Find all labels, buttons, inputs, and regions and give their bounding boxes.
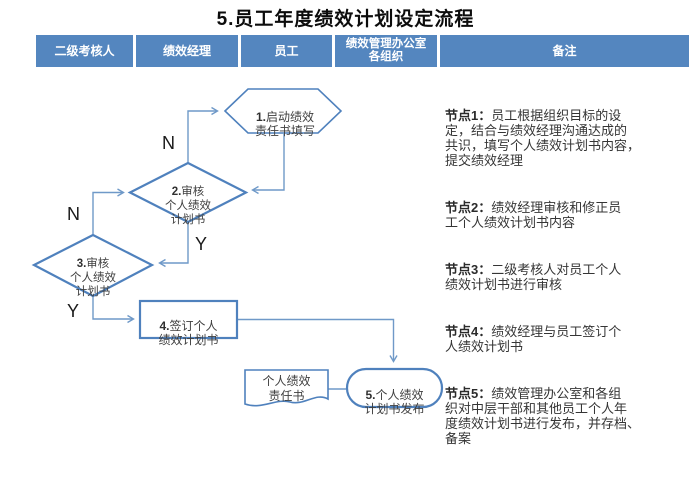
step2-decision-diamond — [127, 161, 249, 224]
note-4-text: 绩效经理与员工签订个 人绩效计划书 — [445, 324, 622, 354]
note-5-text: 绩效管理办公室和各组 织对中层干部和其他员工个人年 度绩效计划书进行发布，并存档… — [445, 386, 641, 446]
step3-no-label: N — [67, 204, 80, 224]
step5-terminator — [345, 367, 444, 409]
note-2-text: 绩效经理审核和修正员 工个人绩效计划书内容 — [445, 200, 622, 230]
step3-number: 3. — [76, 258, 87, 270]
note-4: 节点4：绩效经理与员工签订个 人绩效计划书 — [445, 309, 687, 354]
step1-hexagon — [223, 88, 343, 134]
lane-header-employee: 员工 — [241, 35, 332, 67]
step3-decision-diamond — [31, 233, 155, 298]
step1-number: 1. — [255, 109, 266, 124]
step4-number: 4. — [159, 318, 170, 333]
step5-number: 5. — [365, 387, 376, 402]
lane-header-second-level-assessor: 二级考核人 — [36, 35, 133, 67]
note-5: 节点5：绩效管理办公室和各组 织对中层干部和其他员工个人年 度绩效计划书进行发布… — [445, 371, 687, 446]
document-label: 个人绩效 责任书 — [262, 374, 311, 403]
connector-step2-no-to-step1 — [187, 106, 219, 162]
note-3-label: 节点3： — [445, 262, 492, 277]
note-4-label: 节点4： — [445, 324, 492, 339]
note-5-label: 节点5： — [445, 386, 492, 401]
note-2: 节点2：绩效经理审核和修正员 工个人绩效计划书内容 — [445, 185, 687, 230]
step3-label: 3.审核 个人绩效 计划书 — [70, 258, 116, 298]
note-3-text: 二级考核人对员工个人 绩效计划书进行审核 — [445, 262, 622, 292]
connector-step3-no-to-step2 — [92, 188, 125, 234]
connector-step1-to-step2 — [251, 134, 285, 195]
note-1: 节点1：员工根据组织目标的设 定，结合与绩效经理沟通达成的 共识，填写个人绩效计… — [445, 93, 687, 168]
step2-no-label: N — [162, 133, 175, 153]
note-1-text: 员工根据组织目标的设 定，结合与绩效经理沟通达成的 共识，填写个人绩效计划书内容… — [445, 108, 641, 168]
step2-number: 2. — [171, 186, 182, 198]
step5-label: 5.个人绩效 计划书发布 — [364, 387, 425, 417]
step4-label: 4.签订个人 绩效计划书 — [158, 318, 219, 348]
lane-header-remarks: 备注 — [440, 35, 689, 67]
document-shape — [244, 369, 329, 407]
lane-header-perf-office-orgs: 绩效管理办公室 各组织 — [335, 35, 437, 67]
connector-step3-yes-to-step4 — [92, 296, 135, 324]
step2-label: 2.审核 个人绩效 计划书 — [165, 186, 211, 226]
note-2-label: 节点2： — [445, 200, 492, 215]
note-3: 节点3：二级考核人对员工个人 绩效计划书进行审核 — [445, 247, 687, 292]
connector-step4-to-step5 — [238, 318, 398, 363]
step1-label: 1.启动绩效 责任书填写 — [254, 109, 315, 139]
page-title: 5.员工年度绩效计划设定流程 — [216, 9, 475, 30]
step4-rectangle — [138, 299, 239, 340]
step2-yes-label: Y — [195, 234, 208, 254]
note-1-label: 节点1： — [445, 108, 492, 123]
connector-step2-yes-to-step3 — [158, 223, 189, 268]
step3-yes-label: Y — [67, 301, 80, 321]
lane-header-performance-manager: 绩效经理 — [136, 35, 238, 67]
